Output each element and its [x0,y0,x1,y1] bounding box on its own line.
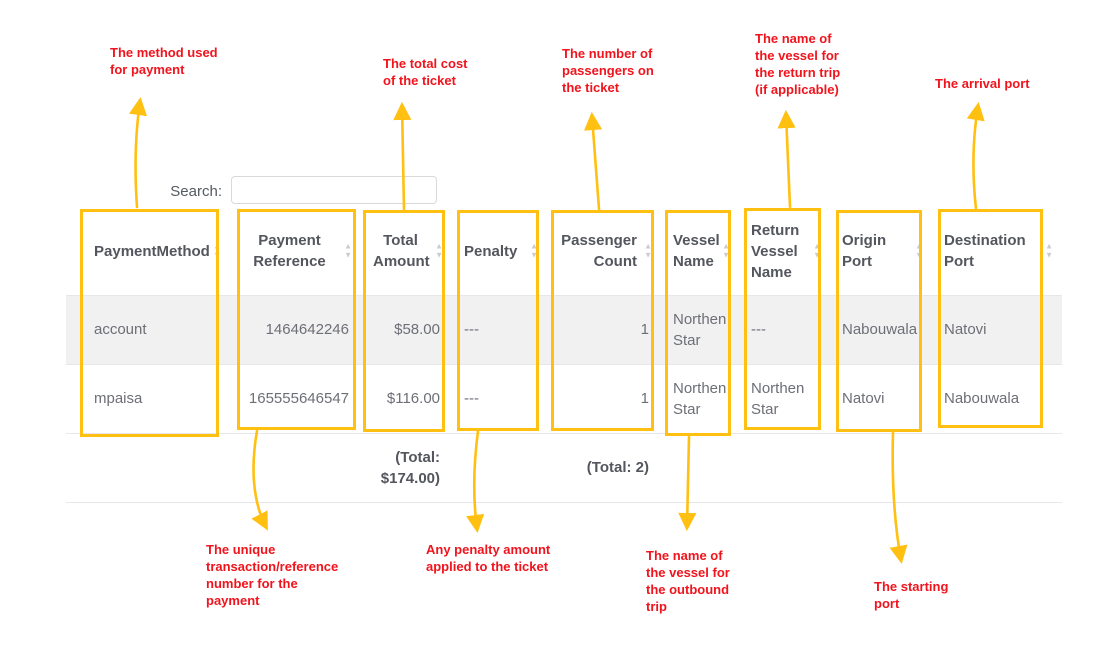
cell-payment-method: account [66,295,230,365]
footer-cell-passenger-count: (Total: 2) [547,433,661,503]
column-header-label: Penalty [464,242,518,260]
column-header-passenger-count[interactable]: Passenger Count ▲▼ [547,208,661,296]
column-header-payment-method[interactable]: PaymentMethod▲▼ [66,208,230,296]
search-label: Search: [170,183,222,200]
cell-vessel-name: Northen Star [661,364,739,434]
footer-cell-payment-reference [230,433,361,503]
column-header-label: Return Vessel Name [751,221,800,281]
cell-destination-port: Natovi [932,295,1062,365]
annotation-payment-reference: The unique transaction/reference number … [206,542,339,608]
cell-penalty: --- [452,364,547,434]
cell-payment-reference: 165555646547 [230,364,361,434]
column-header-origin-port[interactable]: Origin Port ▲▼ [830,208,932,296]
cell-origin-port: Natovi [830,364,932,434]
sort-icon: ▲▼ [722,241,730,260]
annotation-payment-method: The method used for payment [110,45,218,77]
annotation-passenger-count: The number of passengers on the ticket [562,46,654,95]
table-header-row: PaymentMethod▲▼Payment Reference▲▼Total … [66,208,1062,296]
annotation-starting-port: The starting port [874,579,949,611]
cell-passenger-count: 1 [547,364,661,434]
annotation-outbound-vessel: The name of the vessel for the outbound … [646,548,730,614]
cell-total-amount: $58.00 [361,295,452,365]
sort-icon: ▲▼ [644,241,652,260]
cell-destination-port: Nabouwala [932,364,1062,434]
footer-cell-return-vessel-name [739,433,830,503]
annotation-total-amount: The total cost of the ticket [383,56,468,88]
sort-icon: ▲▼ [915,241,923,260]
footer-cell-origin-port [830,433,932,503]
column-header-vessel-name[interactable]: Vessel Name▲▼ [661,208,739,296]
column-header-return-vessel-name[interactable]: Return Vessel Name ▲▼ [739,208,830,296]
footer-cell-payment-method [66,433,230,503]
column-header-label: Vessel Name [673,232,720,271]
cell-payment-method: mpaisa [66,364,230,434]
column-header-label: Origin Port [842,232,887,271]
cell-vessel-name: Northen Star [661,295,739,365]
column-header-destination-port[interactable]: Destination Port ▲▼ [932,208,1062,296]
column-header-penalty[interactable]: Penalty ▲▼ [452,208,547,296]
arrow-arrival-port [966,101,985,211]
cell-origin-port: Nabouwala [830,295,932,365]
arrow-return-vessel [777,109,796,209]
cell-return-vessel-name: --- [739,295,830,365]
payments-table: PaymentMethod▲▼Payment Reference▲▼Total … [66,208,1062,503]
search-input[interactable] [231,176,437,204]
column-header-payment-reference[interactable]: Payment Reference ▲▼ [230,208,361,296]
sort-icon: ▲▼ [1045,241,1053,260]
footer-cell-total-amount: (Total: $174.00) [361,433,452,503]
footer-cell-penalty [452,433,547,503]
cell-total-amount: $116.00 [361,364,452,434]
table-footer-row: (Total: $174.00) (Total: 2) [66,433,1062,503]
sort-icon: ▲▼ [213,241,221,260]
sort-icon: ▲▼ [344,241,352,260]
column-header-label: Payment Reference [253,232,326,271]
annotation-penalty: Any penalty amount applied to the ticket [426,542,551,574]
cell-passenger-count: 1 [547,295,661,365]
sort-icon: ▲▼ [435,241,443,260]
column-header-label: Destination Port [944,232,1026,271]
sort-icon: ▲▼ [813,241,821,260]
column-header-label: Total Amount [373,232,430,271]
arrow-passenger-count [583,111,603,211]
cell-penalty: --- [452,295,547,365]
annotation-return-vessel: The name of the vessel for the return tr… [755,31,841,97]
footer-cell-destination-port [932,433,1062,503]
cell-payment-reference: 1464642246 [230,295,361,365]
cell-return-vessel-name: Northen Star [739,364,830,434]
annotation-arrival-port: The arrival port [935,76,1030,91]
column-header-total-amount[interactable]: Total Amount ▲▼ [361,208,452,296]
sort-icon: ▲▼ [530,241,538,260]
column-header-label: PaymentMethod [94,242,210,260]
column-header-label: Passenger Count [561,232,637,271]
footer-cell-vessel-name [661,433,739,503]
